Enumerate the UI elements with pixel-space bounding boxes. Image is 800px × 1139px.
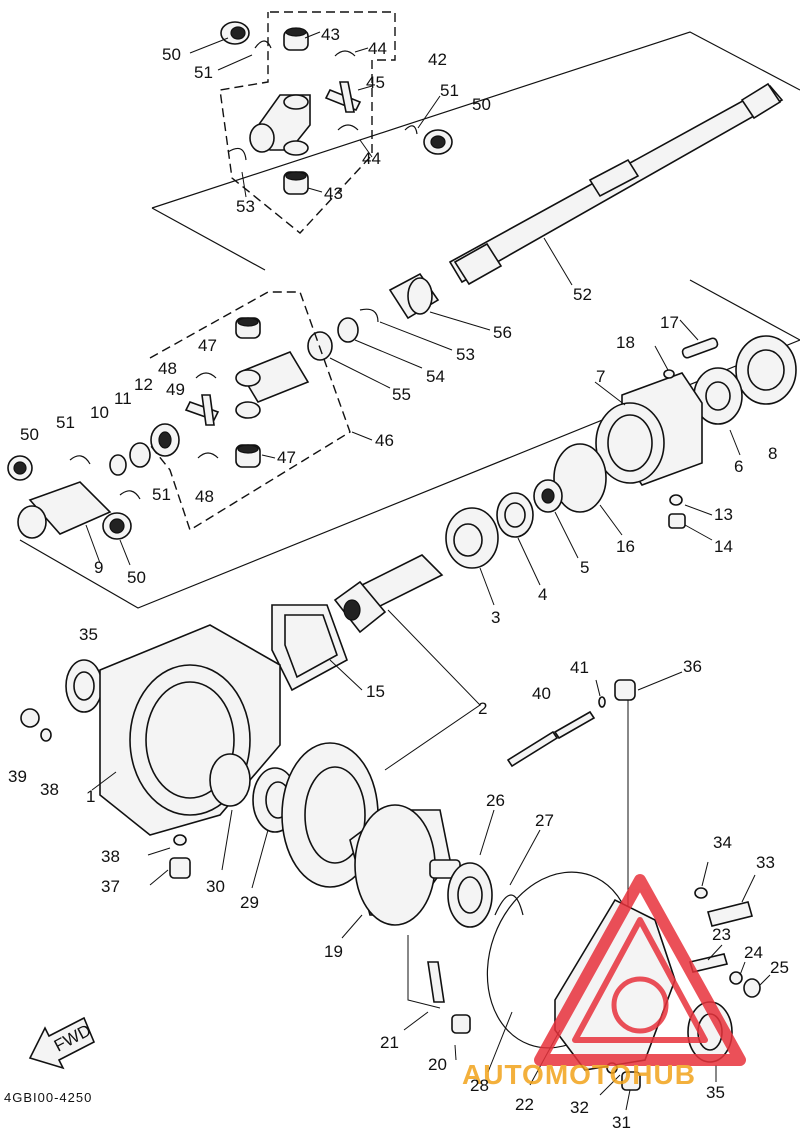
part-label: 29 [240, 893, 259, 912]
part-label: 13 [714, 505, 733, 524]
part-label: 26 [486, 791, 505, 810]
differential-housing-group [20, 624, 298, 889]
part-label: 22 [515, 1095, 534, 1114]
part-label: 47 [198, 336, 217, 355]
part-label: 32 [570, 1098, 589, 1117]
part-label: 50 [127, 568, 146, 587]
part-label: 56 [493, 323, 512, 342]
part-label: 18 [616, 333, 635, 352]
part-label: 38 [101, 847, 120, 866]
part-label: 50 [472, 95, 491, 114]
part-label: 48 [195, 487, 214, 506]
drawing-code: 4GBI00-4250 [4, 1090, 92, 1105]
part-label: 39 [8, 767, 27, 786]
part-label: 46 [375, 431, 394, 450]
part-label: 12 [134, 375, 153, 394]
part-label: 6 [734, 457, 743, 476]
part-label: 47 [277, 448, 296, 467]
part-label: 40 [532, 684, 551, 703]
part-label: 51 [440, 81, 459, 100]
part-label: 36 [683, 657, 702, 676]
part-label: 2 [478, 699, 487, 718]
part-label: 10 [90, 403, 109, 422]
part-label: 55 [392, 385, 411, 404]
part-label: 49 [166, 380, 185, 399]
watermark-text: AUTOMOTOHUB [462, 1059, 696, 1090]
part-label: 51 [56, 413, 75, 432]
part-label: 43 [324, 184, 343, 203]
part-label: 3 [491, 608, 500, 627]
part-label: 54 [426, 367, 445, 386]
ring-gear-group [281, 742, 541, 939]
second-universal-joint-group [19, 279, 800, 609]
part-label: 53 [456, 345, 475, 364]
shaft-seals-group [307, 272, 491, 389]
watermark-logo: AUTOMOTOHUB [462, 874, 746, 1090]
part-label: 14 [714, 537, 733, 556]
part-label: 45 [366, 73, 385, 92]
part-label: 19 [324, 942, 343, 961]
part-label: 51 [152, 485, 171, 504]
part-label: 50 [20, 425, 39, 444]
drive-shaft [448, 82, 784, 286]
part-label: 37 [101, 877, 120, 896]
part-label: 25 [770, 958, 789, 977]
part-label: 28 [470, 1076, 489, 1095]
part-label: 44 [368, 39, 387, 58]
pinion-housing-group [445, 319, 797, 606]
part-label: 33 [756, 853, 775, 872]
part-label: 48 [158, 359, 177, 378]
part-label: 21 [380, 1033, 399, 1052]
part-label: 34 [713, 833, 732, 852]
part-label: 38 [40, 780, 59, 799]
part-label: 17 [660, 313, 679, 332]
part-label: 50 [162, 45, 181, 64]
part-label: 5 [580, 558, 589, 577]
part-label: 44 [362, 149, 381, 168]
part-label: 51 [194, 63, 213, 82]
part-label: 43 [321, 25, 340, 44]
part-label: 41 [570, 658, 589, 677]
part-labels: 50 51 43 44 42 45 51 50 44 43 53 52 56 5… [8, 25, 789, 1132]
part-label: 24 [744, 943, 763, 962]
pinion-gear-group [271, 554, 481, 771]
part-label: 15 [366, 682, 385, 701]
top-universal-joint-group [151, 11, 800, 271]
part-label: 30 [206, 877, 225, 896]
part-label: 1 [86, 787, 95, 806]
part-label: 16 [616, 537, 635, 556]
part-label: 52 [573, 285, 592, 304]
part-label: 11 [114, 389, 132, 408]
part-label: 20 [428, 1055, 447, 1074]
part-label: 4 [538, 585, 547, 604]
breather-group [506, 671, 683, 930]
part-label: 7 [596, 367, 605, 386]
part-label: 31 [612, 1113, 631, 1132]
part-label: 23 [712, 925, 731, 944]
fwd-arrow: FWD [28, 1016, 96, 1070]
part-label: 35 [79, 625, 98, 644]
part-label: 8 [768, 444, 777, 463]
part-label: 9 [94, 558, 103, 577]
part-label: 27 [535, 811, 554, 830]
part-label: 53 [236, 197, 255, 216]
part-label: 42 [428, 50, 447, 69]
left-yoke-group [7, 423, 180, 566]
part-label: 35 [706, 1083, 725, 1102]
